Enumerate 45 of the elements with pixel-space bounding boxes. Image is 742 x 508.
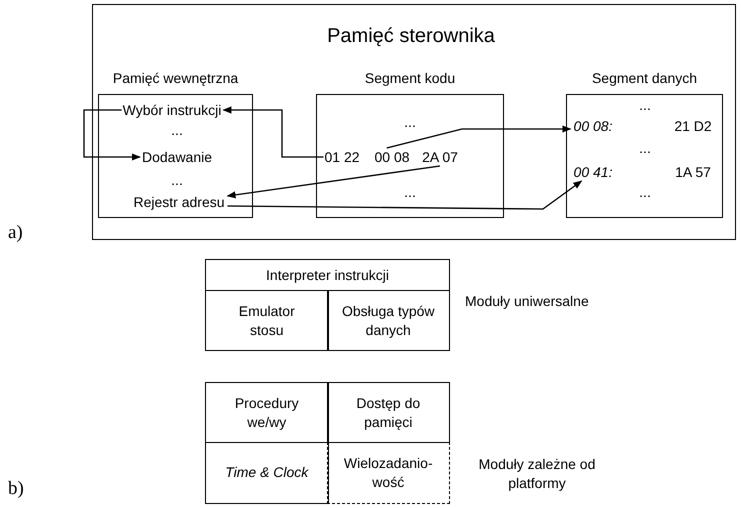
panel-letter: b) xyxy=(8,478,24,500)
module-name: Emulator stosu xyxy=(238,302,296,340)
module-block xyxy=(205,442,328,504)
memory-panel xyxy=(92,4,736,240)
arrow xyxy=(386,125,572,149)
data-address: 00 41: xyxy=(574,164,612,180)
module-block xyxy=(326,290,450,351)
memory-entry: Rejestr adresu xyxy=(133,194,225,210)
code-bytes: 2A 07 xyxy=(422,149,458,165)
group-label: Moduły uniwersalne xyxy=(465,292,589,311)
section-heading: Segment kodu xyxy=(364,69,456,87)
arrow xyxy=(228,180,582,210)
memory-entry: Wybór instrukcji xyxy=(122,102,222,118)
data-value: 21 D2 xyxy=(674,118,712,134)
module-block xyxy=(326,382,450,443)
group-label: Moduły zależne od platformy xyxy=(478,455,596,493)
module-block xyxy=(205,259,450,291)
data-value: 1A 57 xyxy=(675,164,711,180)
module-name: Wielozadanio- wość xyxy=(342,454,434,492)
ellipsis: ... xyxy=(404,114,416,130)
data-address: 00 08: xyxy=(574,118,612,134)
ellipsis: ... xyxy=(639,140,651,156)
module-name: Interpreter instrukcji xyxy=(266,266,389,284)
ellipsis: ... xyxy=(171,122,183,138)
memory-entry: Dodawanie xyxy=(142,149,212,165)
arrow xyxy=(222,106,324,158)
module-name: Dostęp do pamięci xyxy=(355,394,422,432)
panel-letter: a) xyxy=(8,222,23,244)
ellipsis: ... xyxy=(171,172,183,188)
module-name: Procedury we/wy xyxy=(234,394,300,432)
module-name: Obsługa typów danych xyxy=(340,302,436,340)
module-name: Time & Clock xyxy=(225,463,308,482)
ellipsis: ... xyxy=(639,184,651,200)
optional-module-block xyxy=(326,442,450,504)
module-block xyxy=(205,382,328,443)
panel-title: Pamięć sterownika xyxy=(327,24,495,48)
ellipsis: ... xyxy=(404,184,416,200)
ellipsis: ... xyxy=(639,97,651,113)
code-bytes: 00 08 xyxy=(374,149,410,165)
code-bytes: 01 22 xyxy=(324,149,360,165)
arrow xyxy=(83,109,141,161)
section-heading: Segment danych xyxy=(592,69,698,87)
arrow xyxy=(226,165,440,198)
section-heading: Pamięć wewnętrzna xyxy=(112,69,238,87)
module-block xyxy=(205,290,328,351)
